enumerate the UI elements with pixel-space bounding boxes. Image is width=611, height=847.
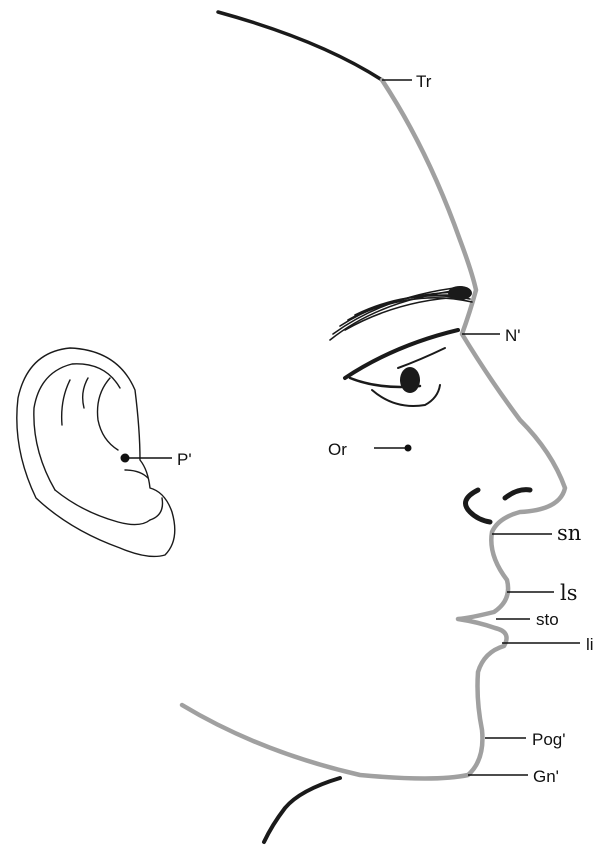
- eyebrow-head: [448, 286, 472, 300]
- label-gn-prime: Gn': [533, 767, 559, 786]
- label-ls: ls: [560, 581, 578, 605]
- label-tr: Tr: [416, 72, 432, 91]
- label-sn: sn: [557, 521, 581, 545]
- crown-outline: [218, 12, 382, 80]
- ear: [17, 348, 175, 556]
- label-pog-prime: Pog': [532, 730, 566, 749]
- label-or: Or: [328, 440, 347, 459]
- label-sto: sto: [536, 610, 559, 629]
- nostril: [466, 490, 531, 522]
- label-n-prime: N': [505, 326, 521, 345]
- label-li: li: [586, 635, 594, 654]
- eye: [345, 330, 458, 406]
- soft-tissue-profile: [182, 80, 565, 779]
- label-p-prime: P': [177, 450, 192, 469]
- neck-outline: [264, 778, 340, 842]
